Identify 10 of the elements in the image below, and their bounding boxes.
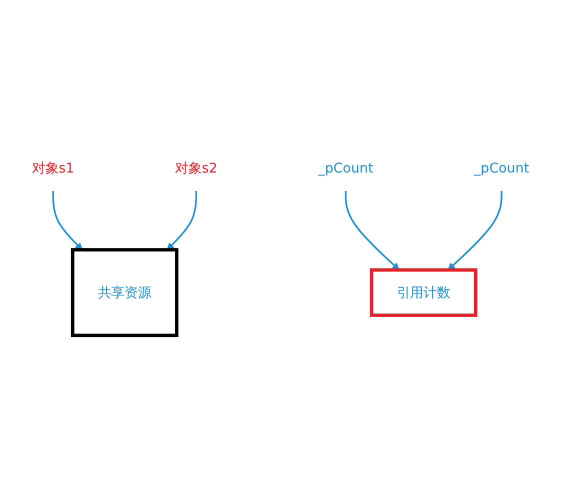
arrow xyxy=(166,190,198,250)
node-text: _pCount xyxy=(474,160,530,176)
arrow xyxy=(448,190,502,270)
node-box: 共享资源 xyxy=(70,248,178,338)
node-box: 引用计数 xyxy=(370,268,478,317)
arrow xyxy=(52,190,83,250)
arrow xyxy=(344,190,400,270)
node-text: _pCount xyxy=(318,160,374,176)
node-text: 对象s1 xyxy=(32,160,74,176)
node-text: 对象s2 xyxy=(175,160,218,176)
